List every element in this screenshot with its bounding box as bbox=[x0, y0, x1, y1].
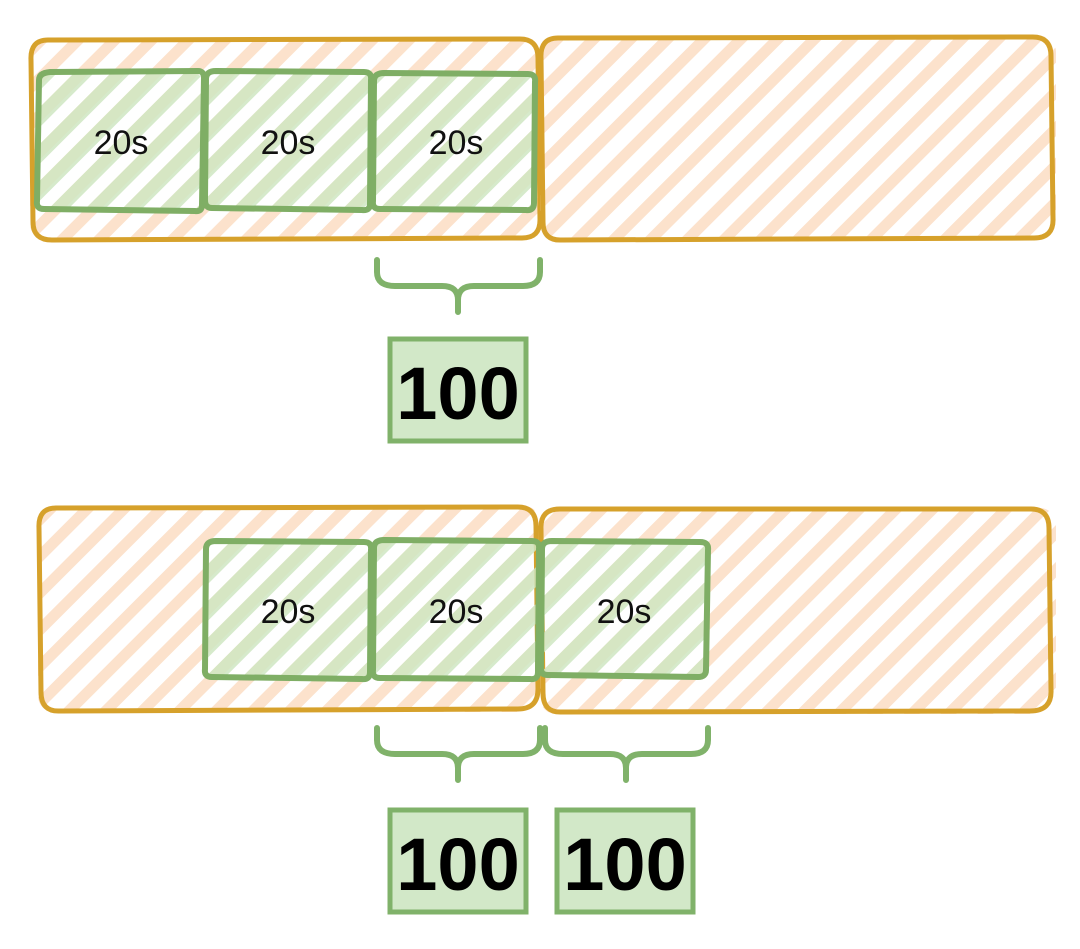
window-count: 100 bbox=[387, 336, 529, 444]
event-cell: 20s bbox=[201, 538, 375, 683]
brace-icon bbox=[374, 257, 543, 315]
time-window-2 bbox=[538, 34, 1056, 243]
window-count: 100 bbox=[387, 807, 529, 915]
brace-icon bbox=[542, 725, 711, 783]
event-cell: 20s bbox=[369, 537, 543, 683]
cell-label: 20s bbox=[429, 124, 484, 162]
cell-label: 20s bbox=[261, 124, 316, 162]
cell-label: 20s bbox=[94, 124, 149, 162]
event-cell: 20s bbox=[537, 538, 712, 680]
count-value: 100 bbox=[396, 352, 519, 435]
count-value: 100 bbox=[563, 823, 686, 906]
count-value: 100 bbox=[396, 823, 519, 906]
cell-label: 20s bbox=[429, 593, 484, 631]
panel-1: 20s 20s 20s 100 bbox=[28, 34, 1056, 444]
cell-label: 20s bbox=[261, 593, 316, 631]
window-count: 100 bbox=[554, 807, 696, 915]
event-cell: 20s bbox=[202, 68, 375, 214]
event-cell: 20s bbox=[33, 68, 207, 215]
brace-icon bbox=[374, 725, 543, 783]
event-cell: 20s bbox=[369, 70, 539, 214]
panel-2: 20s 20s 20s 100 100 bbox=[36, 504, 1056, 915]
cell-label: 20s bbox=[597, 593, 652, 631]
